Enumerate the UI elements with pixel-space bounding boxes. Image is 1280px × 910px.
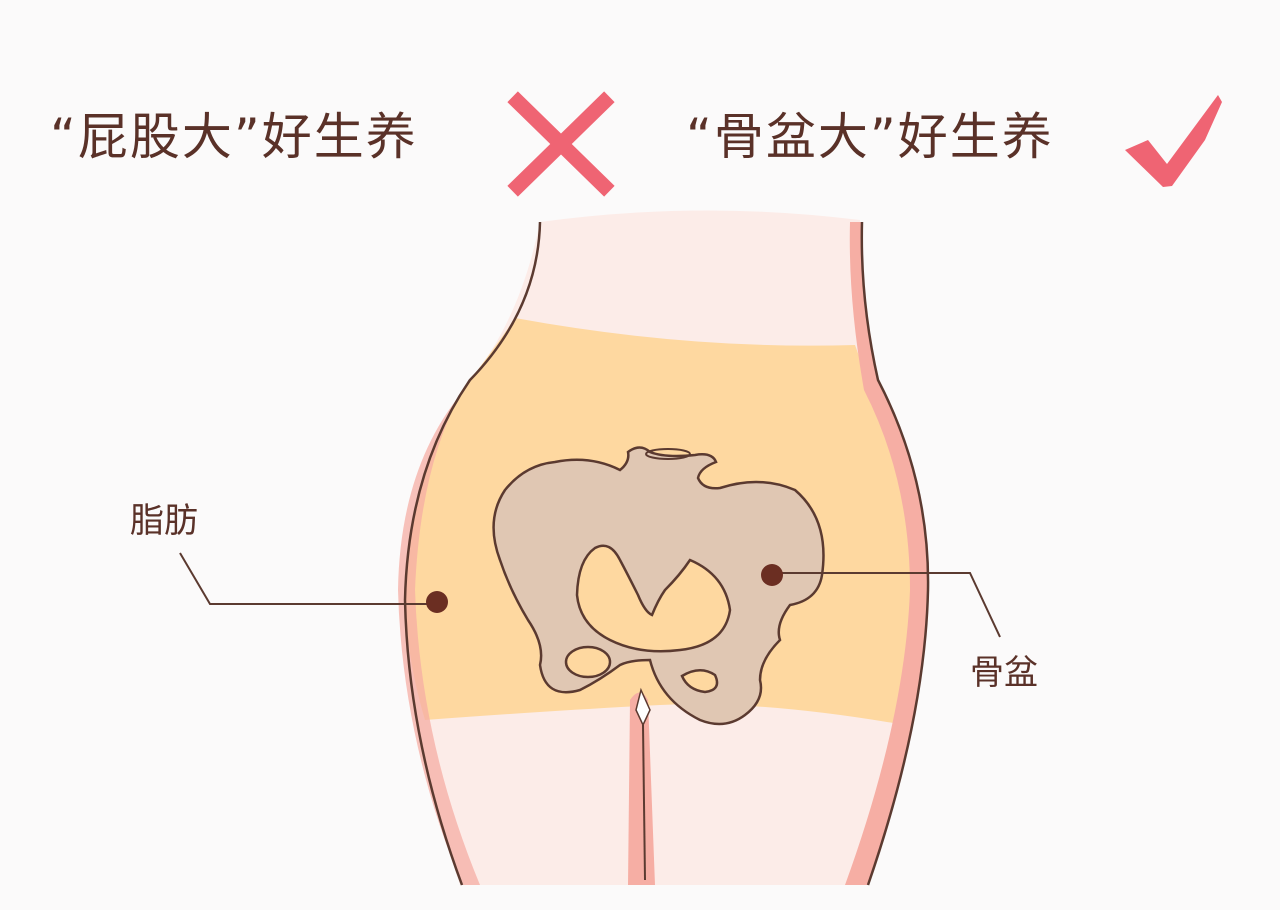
headline-wrong: “屁股大”好生养 bbox=[50, 108, 418, 166]
fat-leader bbox=[179, 552, 448, 613]
cross-icon bbox=[507, 91, 615, 197]
pelvis-label: 骨盆 bbox=[970, 653, 1038, 693]
pelvis-bone bbox=[492, 446, 825, 726]
check-icon bbox=[1125, 95, 1222, 187]
fat-label: 脂肪 bbox=[130, 501, 198, 541]
headline-right: “骨盆大”好生养 bbox=[686, 108, 1054, 166]
pelvis-leader bbox=[761, 564, 1001, 638]
